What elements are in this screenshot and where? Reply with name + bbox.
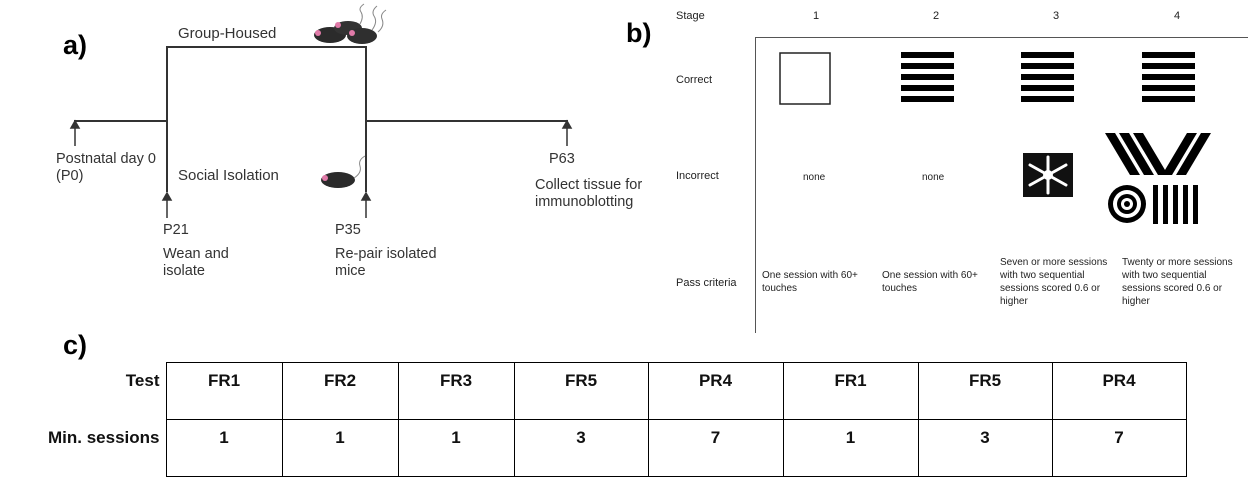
group-housed-label: Group-Housed	[178, 25, 276, 42]
stage1-correct-square	[780, 53, 830, 104]
isolated-mouse-icon	[321, 156, 365, 188]
p21-desc-line2: isolate	[163, 263, 205, 280]
stage-table-top-border	[755, 37, 1248, 38]
table-cell: 7	[648, 420, 783, 477]
row-label-pass-criteria: Pass criteria	[676, 277, 737, 289]
stage2-correct-stripes	[901, 52, 954, 102]
arrow-p21	[163, 193, 171, 218]
table-cell: 3	[514, 420, 648, 477]
sessions-table: Test FR1 FR2 FR3 FR5 PR4 FR1 FR5 PR4 Min…	[0, 362, 1187, 477]
panel-b-label: b)	[626, 18, 651, 49]
row-label-correct: Correct	[676, 74, 712, 86]
p35-desc-line1: Re-pair isolated	[335, 246, 437, 263]
table-cell: PR4	[648, 363, 783, 420]
arrow-p0	[71, 121, 79, 146]
table-cell: FR5	[514, 363, 648, 420]
table-cell: FR5	[918, 363, 1052, 420]
table-cell: 7	[1052, 420, 1186, 477]
p63-desc-line2: immunoblotting	[535, 194, 633, 211]
table-cell: 1	[783, 420, 918, 477]
stage4-incorrect-patterns	[1105, 133, 1211, 224]
timeline-arrows	[0, 0, 600, 230]
arrow-p63	[563, 121, 571, 146]
p35-label: P35	[335, 222, 361, 239]
stage3-correct-stripes	[1021, 52, 1074, 102]
p35-desc-line2: mice	[335, 263, 366, 280]
table-cell: FR3	[398, 363, 514, 420]
stage-3-label: 3	[1053, 10, 1059, 22]
group-mice-icon	[314, 4, 386, 44]
p0-label-line1: Postnatal day 0	[56, 151, 156, 168]
table-row-min-sessions: Min. sessions 1 1 1 3 7 1 3 7	[0, 420, 1186, 477]
p63-desc-line1: Collect tissue for	[535, 177, 642, 194]
arrow-p35	[362, 193, 370, 218]
p0-label-line2: (P0)	[56, 168, 83, 185]
stimuli-graphics	[755, 40, 1248, 240]
table-cell: FR1	[783, 363, 918, 420]
stage1-pass-criteria: One session with 60+ touches	[762, 269, 866, 295]
p21-label: P21	[163, 222, 189, 239]
stage2-pass-criteria: One session with 60+ touches	[882, 269, 986, 295]
stage-2-label: 2	[933, 10, 939, 22]
stage2-incorrect-none: none	[922, 172, 944, 183]
stage4-correct-stripes	[1142, 52, 1195, 102]
table-cell: 1	[282, 420, 398, 477]
table-cell: PR4	[1052, 363, 1186, 420]
stage-4-label: 4	[1174, 10, 1180, 22]
table-cell: FR1	[166, 363, 282, 420]
row-label-incorrect: Incorrect	[676, 170, 719, 182]
table-row-test: Test FR1 FR2 FR3 FR5 PR4 FR1 FR5 PR4	[0, 363, 1186, 420]
stage1-incorrect-none: none	[803, 172, 825, 183]
panel-c-label: c)	[63, 330, 87, 361]
p63-label: P63	[549, 151, 575, 168]
social-isolation-label: Social Isolation	[178, 167, 279, 184]
table-cell: 1	[398, 420, 514, 477]
stage3-incorrect-fractal	[1023, 153, 1073, 197]
table-cell: FR2	[282, 363, 398, 420]
table-cell: 3	[918, 420, 1052, 477]
stage3-pass-criteria: Seven or more sessions with two sequenti…	[1000, 256, 1118, 308]
row-header-test: Test	[0, 363, 166, 420]
p21-desc-line1: Wean and	[163, 246, 229, 263]
stage-1-label: 1	[813, 10, 819, 22]
stage4-pass-criteria: Twenty or more sessions with two sequent…	[1122, 256, 1246, 308]
table-cell: 1	[166, 420, 282, 477]
stage-header: Stage	[676, 10, 705, 22]
row-header-min-sessions: Min. sessions	[0, 420, 166, 477]
